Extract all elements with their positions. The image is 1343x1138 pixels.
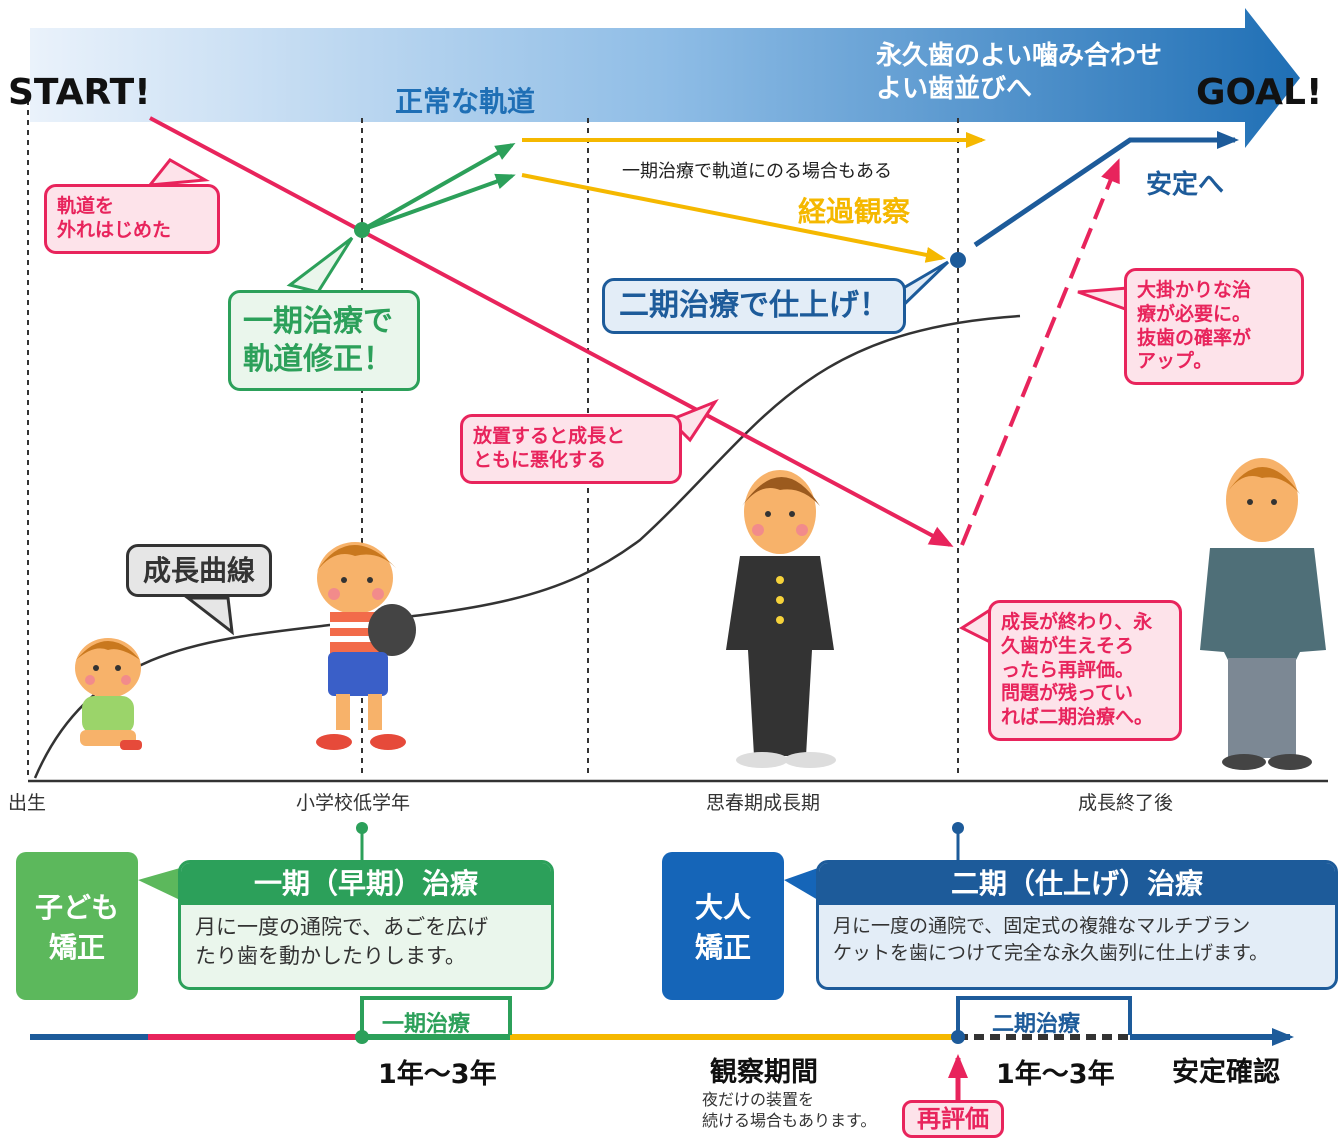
phase2-bracket: [956, 996, 1132, 1035]
adult-label-line1: 大人: [694, 891, 751, 924]
yellow-arrow-observe: [521, 173, 946, 263]
off-track-tail: [146, 158, 210, 187]
worsen-line: [149, 116, 954, 547]
blue-arrow-stable: [973, 131, 1239, 248]
reevaluate-line2: 久歯が生えそろ: [1001, 634, 1135, 657]
off-track-line2: 外れはじめた: [57, 218, 172, 241]
big-treatment-line2: 療が必要に。: [1137, 302, 1252, 325]
off-track-callout: 軌道を 外れはじめた: [44, 184, 220, 254]
big-treatment-callout: 大掛かりな治 療が必要に。 抜歯の確率が アップ。: [1124, 268, 1304, 385]
start-label: START!: [8, 72, 151, 113]
worsen-line1: 放置すると成長と: [473, 425, 626, 447]
big-treatment-line1: 大掛かりな治: [1137, 279, 1252, 301]
big-treatment-line4: アップ。: [1137, 350, 1213, 373]
stage-after-growth: 成長終了後: [1078, 792, 1174, 814]
child-correction-label: 子ども 矯正: [16, 852, 138, 1000]
child-label-line1: 子ども: [34, 891, 119, 924]
timeline-observation-note: 夜だけの装置を 続ける場合もあります。: [702, 1090, 876, 1132]
off-track-line1: 軌道を: [57, 195, 115, 217]
one-period-optional-note: 一期治療で軌道にのる場合もある: [622, 161, 892, 182]
green-arrow-upper: [361, 143, 516, 232]
teen-figure: [726, 470, 836, 768]
reevaluate-line3: ったら再評価。: [1001, 658, 1135, 681]
child-figure: [316, 542, 416, 750]
phase1-bracket: [360, 996, 512, 1035]
observation-note-line1: 夜だけの装置を: [702, 1090, 815, 1109]
phase1-body-line1: 月に一度の通院で、あごを広げ: [195, 915, 489, 939]
big-treatment-line3: 抜歯の確率が: [1137, 326, 1252, 349]
reevaluate-line1: 成長が終わり、永: [1001, 611, 1153, 633]
top-progress-arrow: [30, 8, 1300, 148]
baby-figure: [75, 638, 142, 750]
green-arrow-lower: [361, 173, 516, 232]
adult-figure: [1200, 458, 1326, 770]
big-treatment-line: [960, 158, 1120, 546]
phase1-body-line2: たり歯を動かしたりします。: [195, 944, 466, 969]
timeline-phase2-label: 二期治療: [992, 1012, 1081, 1037]
reevaluate-line4: 問題が残ってい: [1001, 682, 1134, 705]
timeline-phase1-label: 一期治療: [382, 1012, 471, 1037]
timeline-phase1-duration: 1年〜3年: [378, 1059, 497, 1090]
timeline-phase2-duration: 1年〜3年: [996, 1059, 1115, 1090]
phase2-point: [950, 252, 966, 268]
phase2-panel-body: 月に一度の通院で、固定式の複雑なマルチブラン ケットを歯につけて完全な永久歯列に…: [819, 905, 1335, 974]
worsen-line2: ともに悪化する: [473, 448, 607, 471]
growth-curve-callout: 成長曲線: [126, 544, 273, 597]
timeline-stable-check: 安定確認: [1172, 1057, 1280, 1088]
reevaluate-line5: れば二期治療へ。: [1001, 706, 1154, 728]
adult-label-line2: 矯正: [694, 931, 751, 964]
phase2-finish-callout: 二期治療で仕上げ！: [602, 278, 906, 334]
stage-birth: 出生: [8, 792, 47, 814]
goal-text: 永久歯のよい噛み合わせ よい歯並びへ: [876, 40, 1162, 105]
child-label-line2: 矯正: [48, 931, 105, 964]
observation-note-line2: 続ける場合もあります。: [702, 1110, 877, 1130]
big-treatment-tail: [1077, 286, 1130, 313]
phase1-fix-line2: 軌道修正！: [243, 341, 393, 377]
stage-puberty: 思春期成長期: [706, 792, 821, 814]
growth-curve: [33, 314, 1021, 779]
timeline-reevaluation-badge: 再評価: [902, 1100, 1004, 1138]
stable-label: 安定へ: [1146, 170, 1225, 200]
timeline-phase1-dot: [355, 1030, 369, 1044]
phase2-body-line1: 月に一度の通院で、固定式の複雑なマルチブラン: [833, 915, 1251, 937]
growth-tail: [183, 596, 234, 636]
adult-correction-label: 大人 矯正: [662, 852, 784, 1000]
reeval-tail: [958, 607, 992, 645]
timeline-phase2-dot: [951, 1030, 965, 1044]
phase1-fix-callout: 一期治療で 軌道修正！: [228, 290, 420, 391]
phase1-fix-line1: 一期治療で: [243, 304, 393, 339]
worsen-callout: 放置すると成長と ともに悪化する: [460, 414, 682, 484]
phase1-tail: [286, 236, 354, 294]
timeline-observation-label: 観察期間: [710, 1057, 818, 1088]
reevaluate-callout: 成長が終わり、永 久歯が生えそろ ったら再評価。 問題が残ってい れば二期治療へ…: [988, 600, 1182, 741]
goal-text-line2: よい歯並びへ: [876, 73, 1033, 104]
stage-elementary: 小学校低学年: [296, 792, 411, 814]
phase2-panel-title: 二期（仕上げ）治療: [819, 863, 1335, 905]
phase1-panel-body: 月に一度の通院で、あごを広げ たり歯を動かしたりします。: [181, 905, 551, 980]
observation-label: 経過観察: [798, 195, 911, 228]
phase2-panel: 二期（仕上げ）治療 月に一度の通院で、固定式の複雑なマルチブラン ケットを歯につ…: [816, 860, 1338, 990]
phase2-body-line2: ケットを歯につけて完全な永久歯列に仕上げます。: [833, 941, 1269, 964]
normal-path-label: 正常な軌道: [395, 85, 536, 118]
goal-text-line1: 永久歯のよい噛み合わせ: [876, 41, 1163, 71]
phase1-panel-title: 一期（早期）治療: [181, 863, 551, 905]
goal-label: GOAL!: [1196, 72, 1323, 113]
phase1-panel: 一期（早期）治療 月に一度の通院で、あごを広げ たり歯を動かしたりします。: [178, 860, 554, 990]
